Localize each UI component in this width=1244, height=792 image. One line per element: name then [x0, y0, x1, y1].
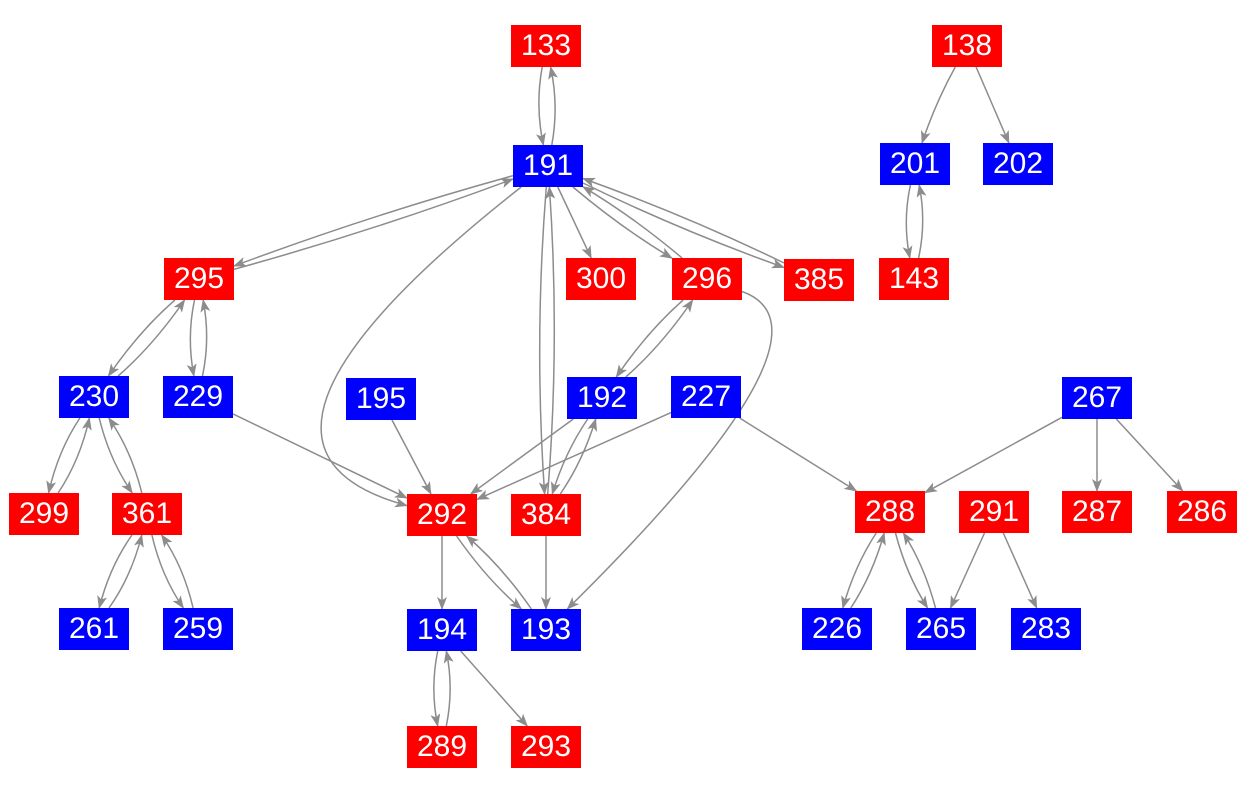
edge-295-191 [233, 178, 514, 271]
edge-384-191 [545, 186, 556, 495]
edge-229-292 [232, 413, 408, 499]
edge-226-288 [850, 532, 886, 609]
edge-291-283 [1002, 532, 1038, 609]
graph-node-291: 291 [959, 491, 1029, 533]
edge-291-265 [949, 532, 986, 609]
graph-node-296: 296 [672, 258, 742, 300]
edge-230-295 [117, 299, 186, 377]
edge-194-293 [460, 650, 528, 727]
edge-191-133 [548, 66, 559, 146]
graph-node-226: 226 [802, 608, 872, 650]
edge-295-229 [186, 299, 197, 377]
graph-node-261: 261 [59, 608, 129, 650]
edge-191-295 [233, 174, 514, 267]
graph-node-299: 299 [9, 493, 79, 535]
graph-node-133: 133 [511, 25, 581, 67]
graph-node-283: 283 [1011, 608, 1081, 650]
edge-259-361 [160, 534, 194, 609]
graph-node-259: 259 [163, 608, 233, 650]
edge-288-265 [894, 532, 929, 609]
graph-node-292: 292 [407, 494, 477, 536]
graph-node-195: 195 [346, 378, 416, 420]
edge-265-288 [902, 532, 937, 609]
edge-292-193 [455, 535, 523, 610]
edge-191-296 [572, 186, 673, 259]
edge-296-193 [566, 290, 773, 610]
edge-194-289 [430, 650, 441, 727]
edge-299-230 [57, 417, 92, 494]
edge-230-361 [98, 417, 133, 494]
edge-289-194 [443, 650, 454, 727]
edge-361-230 [108, 417, 143, 494]
edge-295-230 [107, 299, 176, 377]
graph-node-191: 191 [513, 145, 583, 187]
graph-node-385: 385 [784, 259, 854, 301]
edge-229-295 [200, 299, 211, 377]
edge-193-292 [465, 535, 533, 610]
edge-227-288 [739, 417, 858, 492]
edge-296-191 [582, 186, 683, 259]
edge-191-300 [557, 186, 592, 259]
graph-node-265: 265 [906, 608, 976, 650]
edge-138-201 [921, 66, 956, 144]
edge-192-384 [551, 418, 589, 495]
graph-node-194: 194 [407, 609, 477, 651]
edge-385-191 [582, 177, 785, 264]
edge-296-192 [615, 299, 684, 378]
edge-192-292 [469, 418, 574, 495]
edge-201-143 [902, 184, 913, 259]
graph-node-227: 227 [671, 376, 741, 418]
edge-288-226 [841, 532, 877, 609]
edge-230-299 [46, 417, 81, 494]
graph-node-286: 286 [1167, 491, 1237, 533]
graph-node-295: 295 [164, 258, 234, 300]
edge-261-361 [108, 534, 144, 609]
edge-227-292 [476, 411, 672, 501]
edge-191-292 [320, 186, 522, 508]
graph-node-287: 287 [1062, 491, 1132, 533]
edge-361-259 [151, 534, 185, 609]
graph-node-300: 300 [566, 258, 636, 300]
graph-node-138: 138 [932, 25, 1002, 67]
edge-267-286 [1115, 418, 1184, 492]
edge-267-288 [924, 416, 1063, 494]
graph-node-230: 230 [59, 376, 129, 418]
graph-node-143: 143 [879, 258, 949, 300]
graph-node-229: 229 [163, 376, 233, 418]
graph-node-267: 267 [1062, 377, 1132, 419]
edge-191-384 [538, 186, 549, 495]
graph-node-293: 293 [511, 726, 581, 768]
graph-node-202: 202 [983, 143, 1053, 185]
edge-138-202 [975, 66, 1010, 144]
graph-node-193: 193 [511, 609, 581, 651]
edge-195-292 [391, 419, 432, 495]
graph-node-288: 288 [855, 491, 925, 533]
graph-node-201: 201 [880, 143, 950, 185]
graph-node-192: 192 [567, 377, 637, 419]
graph-node-289: 289 [407, 726, 477, 768]
edge-192-296 [625, 299, 694, 378]
edge-133-191 [535, 66, 546, 146]
graph-node-361: 361 [112, 493, 182, 535]
edge-361-261 [97, 534, 133, 609]
edge-143-201 [916, 184, 927, 259]
edge-384-192 [559, 418, 597, 495]
graph-node-384: 384 [511, 494, 581, 536]
edge-191-385 [582, 182, 785, 269]
